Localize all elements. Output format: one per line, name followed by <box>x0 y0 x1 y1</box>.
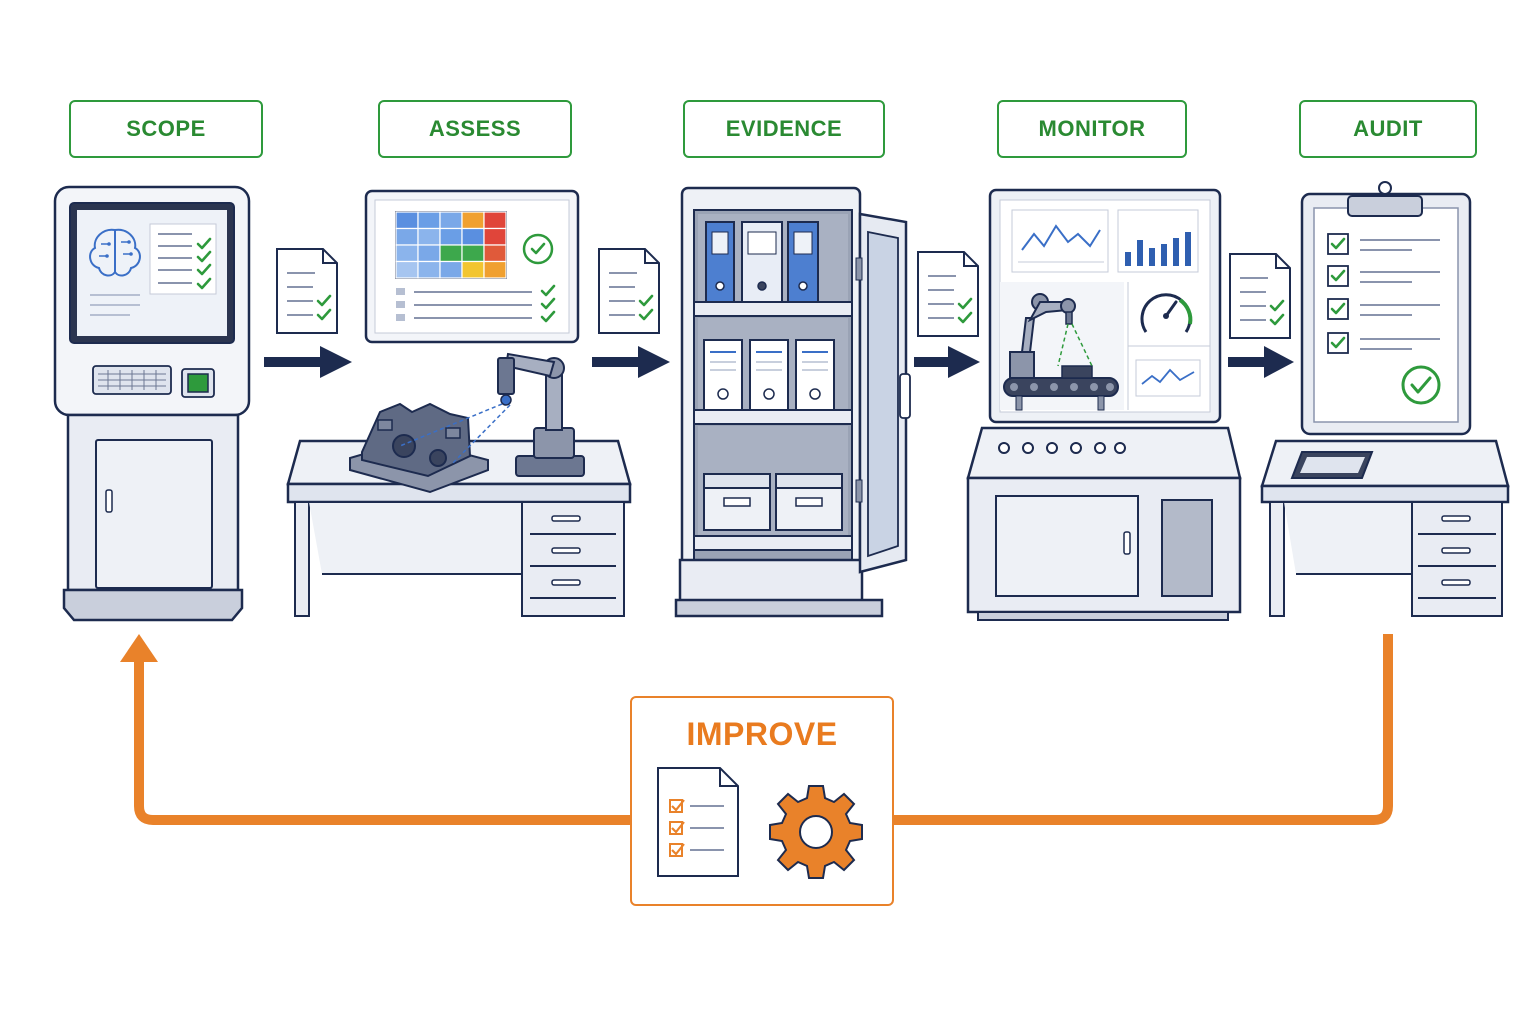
gear-icon <box>769 785 863 879</box>
flow-arrow-4 <box>1228 346 1294 378</box>
document-icon <box>1230 254 1290 338</box>
evidence-cabinet <box>674 186 911 618</box>
assess-station <box>286 189 632 617</box>
gauge-icon <box>1140 293 1193 333</box>
stage-label-monitor: MONITOR <box>997 100 1187 158</box>
document-icon <box>918 252 978 336</box>
checklist-icon <box>657 767 739 877</box>
stage-label-evidence: EVIDENCE <box>683 100 885 158</box>
monitor-console <box>966 188 1242 621</box>
improve-icons <box>657 767 863 879</box>
document-icon <box>277 249 337 333</box>
stage-label-audit: AUDIT <box>1299 100 1477 158</box>
tablet-icon <box>1290 451 1374 479</box>
robot-arm-icon <box>1009 293 1093 379</box>
storage-box-icon <box>703 473 843 531</box>
flow-arrow-2 <box>592 346 670 378</box>
improve-box: IMPROVE <box>630 696 894 906</box>
stage-label-assess: ASSESS <box>378 100 572 158</box>
scope-kiosk <box>53 185 251 622</box>
document-icon <box>599 249 659 333</box>
flow-arrow-3 <box>914 346 980 378</box>
brain-icon <box>89 228 141 277</box>
stage-label-scope: SCOPE <box>69 100 263 158</box>
flow-arrow-1 <box>264 346 352 378</box>
audit-station <box>1260 181 1510 617</box>
robot-arm-icon <box>399 352 585 477</box>
clipboard-icon <box>1300 181 1472 436</box>
certificate-icon <box>703 339 835 411</box>
feedback-loop <box>120 634 1393 825</box>
risk-heatmap <box>395 211 507 279</box>
improve-label: IMPROVE <box>686 716 838 752</box>
binder-icon <box>705 221 819 303</box>
